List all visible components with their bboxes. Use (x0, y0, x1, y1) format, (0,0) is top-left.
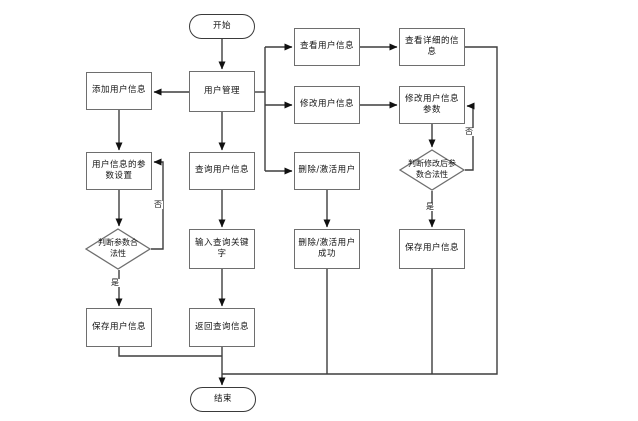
node-view-detail-info: 查看详细的信 息 (399, 28, 465, 66)
node-label: 判断修改后参 数合法性 (408, 159, 456, 179)
node-user-management: 用户管理 (189, 71, 255, 112)
node-label: 结束 (213, 393, 232, 404)
node-save-user-info-right: 保存用户信息 (399, 229, 465, 269)
node-label: 修改用户信息 (299, 99, 354, 110)
node-label: 查看详细的信 息 (404, 35, 459, 57)
node-label: 保存用户信息 (91, 321, 146, 332)
diamond-shape (85, 228, 151, 270)
node-start: 开始 (189, 14, 255, 39)
node-label: 输入查询关键 字 (194, 237, 249, 259)
edge-judge-no-loop (151, 158, 164, 250)
node-view-user-info: 查看用户信息 (294, 28, 360, 66)
branch-label-no-left: 否 (153, 200, 163, 209)
node-input-query-keyword: 输入查询关键 字 (189, 229, 255, 269)
node-label: 用户信息的参 数设置 (91, 159, 146, 181)
node-label: 修改用户信息 参数 (404, 93, 459, 115)
node-user-info-param-settings: 用户信息的参 数设置 (86, 152, 152, 190)
node-delete-activate-user: 删除/激活用户 (294, 152, 360, 190)
node-delete-activate-success: 删除/激活用户 成功 (294, 229, 360, 269)
branch-label-no-right: 否 (464, 127, 474, 136)
node-label: 添加用户信息 (91, 85, 146, 96)
node-label: 查询用户信息 (194, 165, 249, 176)
node-label: 删除/激活用户 (298, 165, 356, 176)
node-label: 返回查询信息 (194, 321, 249, 332)
node-judge-modified-param-validity: 判断修改后参 数合法性 (399, 149, 465, 191)
node-label: 保存用户信息 (404, 243, 459, 254)
branch-label-yes-right: 是 (425, 202, 435, 211)
node-modify-user-info: 修改用户信息 (294, 86, 360, 124)
node-query-user-info: 查询用户信息 (189, 152, 255, 190)
edge-viewdetail-merge (222, 46, 498, 375)
edge-saveleft-merge (118, 347, 222, 357)
node-end: 结束 (190, 387, 256, 412)
edge-judge2-no-loop (465, 102, 475, 171)
node-label: 判断参数合 法性 (98, 238, 138, 258)
node-save-user-info-left: 保存用户信息 (86, 308, 152, 347)
node-judge-param-validity: 判断参数合 法性 (85, 228, 151, 270)
node-label: 查看用户信息 (299, 41, 354, 52)
node-modify-user-params: 修改用户信息 参数 (399, 86, 465, 124)
node-return-query-info: 返回查询信息 (189, 308, 255, 347)
node-add-user-info: 添加用户信息 (86, 72, 152, 110)
diamond-shape (399, 149, 465, 191)
node-label: 删除/激活用户 成功 (298, 237, 356, 259)
branch-label-yes-left: 是 (110, 278, 120, 287)
node-label: 开始 (212, 20, 231, 31)
node-label: 用户管理 (203, 85, 240, 96)
